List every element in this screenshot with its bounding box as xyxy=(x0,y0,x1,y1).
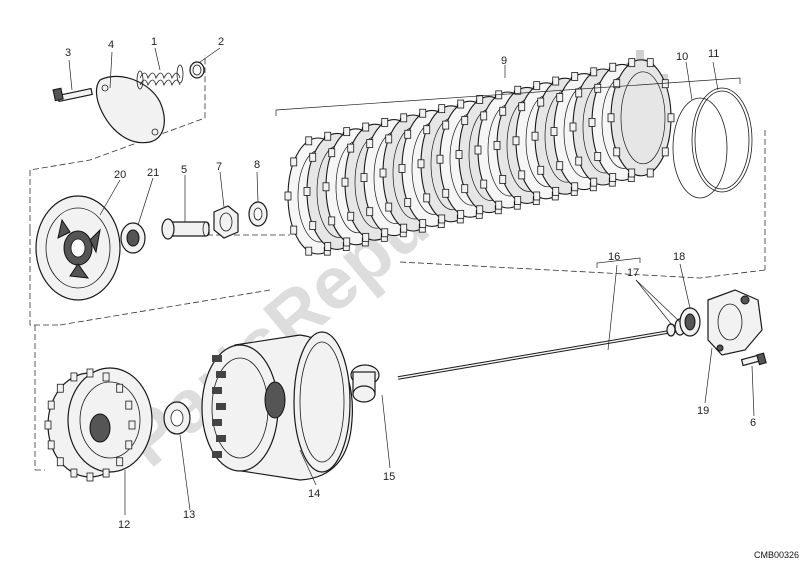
part-pushrod-5 xyxy=(161,218,210,240)
callout-17: 17 xyxy=(627,267,639,279)
clutch-disc-pack xyxy=(284,58,675,256)
part-slave-cylinder-19 xyxy=(707,289,763,356)
part-spring-1 xyxy=(136,64,184,90)
callout-5: 5 xyxy=(181,164,187,176)
part-pressure-plate-20 xyxy=(35,195,121,301)
part-washer-13 xyxy=(163,401,191,435)
clutch-disc xyxy=(607,58,675,178)
part-bolt-3 xyxy=(52,87,93,103)
callout-13: 13 xyxy=(183,509,195,521)
callout-16: 16 xyxy=(608,251,620,263)
callout-8: 8 xyxy=(254,159,260,171)
part-clutch-hub-12 xyxy=(44,367,153,482)
part-ring-10 xyxy=(672,97,728,199)
callout-leaders xyxy=(68,47,755,515)
part-plate-4 xyxy=(95,75,165,144)
callout-12: 12 xyxy=(118,519,130,531)
part-ring-11 xyxy=(691,87,753,193)
callout-14: 14 xyxy=(308,488,320,500)
callout-labels: 1 2 3 4 5 6 7 8 9 10 11 12 13 14 15 16 1… xyxy=(65,36,756,531)
callout-10: 10 xyxy=(676,51,688,63)
callout-9: 9 xyxy=(501,55,507,67)
part-circlip-2 xyxy=(189,61,205,79)
callout-3: 3 xyxy=(65,47,71,59)
callout-1: 1 xyxy=(151,36,157,48)
part-clutch-basket-14 xyxy=(201,331,353,481)
callout-2: 2 xyxy=(218,36,224,48)
callout-21: 21 xyxy=(147,167,159,179)
callout-6: 6 xyxy=(750,417,756,429)
part-nut-7 xyxy=(213,205,239,239)
part-pushrod-16 xyxy=(397,328,681,380)
callout-11: 11 xyxy=(708,48,719,60)
part-bushing-15 xyxy=(350,364,380,403)
callout-19: 19 xyxy=(697,405,709,417)
assembly-frame xyxy=(29,55,766,471)
part-bearing-21 xyxy=(120,222,146,254)
part-washer-8 xyxy=(248,201,268,227)
part-bolt-6 xyxy=(740,352,767,367)
part-piston-18 xyxy=(679,307,701,337)
callout-20: 20 xyxy=(114,169,126,181)
callout-4: 4 xyxy=(108,39,114,51)
drawing-code: CMB00326 xyxy=(754,550,799,560)
callout-18: 18 xyxy=(673,251,685,263)
callout-7: 7 xyxy=(216,161,222,173)
callout-15: 15 xyxy=(383,471,395,483)
